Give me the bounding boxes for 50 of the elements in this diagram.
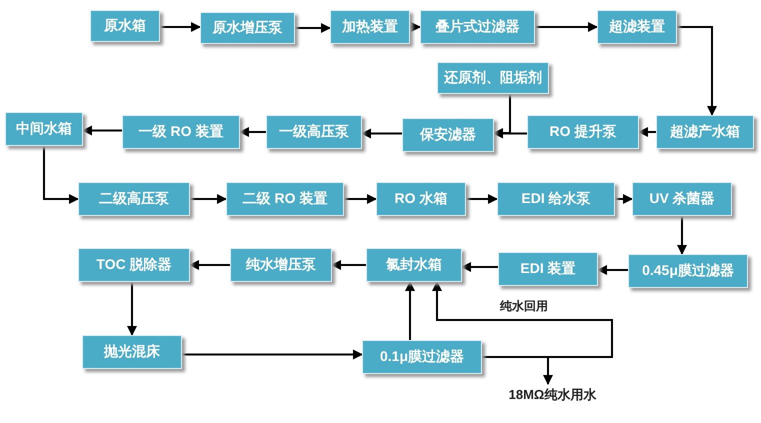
process-box: 氯封水箱 (366, 248, 462, 282)
flow-arrow (677, 216, 687, 255)
flow-arrow (331, 260, 366, 270)
process-box: 0.1μ膜过滤器 (362, 340, 482, 374)
flow-arrow (482, 356, 553, 385)
process-box: 原水箱 (90, 10, 160, 42)
flow-arrow (410, 22, 421, 32)
output-label: 18MΩ纯水用水 (495, 384, 610, 406)
flow-arrow (344, 194, 377, 204)
process-box: RO 提升泵 (527, 115, 639, 149)
process-box: EDI 给水泵 (497, 182, 615, 216)
flow-arrow (43, 146, 79, 204)
flow-arrow (160, 22, 201, 32)
flow-arrow (405, 281, 415, 340)
process-box: 超滤产水箱 (656, 115, 754, 149)
flow-arrow (638, 127, 656, 137)
flow-arrow (535, 22, 598, 32)
process-box: 二级 RO 装置 (226, 182, 344, 216)
flow-arrow (239, 127, 266, 137)
flow-arrow (182, 350, 363, 360)
process-box: 中间水箱 (5, 112, 83, 146)
flow-arrow (189, 260, 230, 270)
process-box: 纯水增压泵 (230, 248, 332, 282)
process-box: 超滤装置 (597, 10, 677, 44)
process-box: 叠片式过滤器 (420, 10, 535, 44)
process-box: UV 杀菌器 (632, 182, 732, 216)
process-box: TOC 脱除器 (78, 248, 190, 282)
process-box: 一级 RO 装置 (122, 115, 240, 149)
flow-arrow (127, 282, 137, 336)
process-box: 0.45μ膜过滤器 (628, 254, 748, 288)
flow-arrow (295, 23, 331, 33)
process-box: 二级高压泵 (78, 182, 190, 216)
process-box: EDI 装置 (498, 252, 598, 286)
process-box: 一级高压泵 (266, 115, 362, 149)
process-box: RO 水箱 (376, 182, 466, 216)
flow-arrow (432, 281, 613, 358)
edge-label: 纯水回用 (498, 298, 550, 315)
flow-arrow (615, 194, 633, 204)
process-box: 还原剂、阻垢剂 (437, 62, 549, 94)
process-box: 原水增压泵 (200, 12, 295, 44)
flow-arrow (461, 262, 498, 272)
flow-arrow (190, 194, 227, 204)
flow-arrow (677, 26, 717, 116)
flow-arrow (466, 194, 498, 204)
process-box: 抛光混床 (82, 335, 182, 369)
flow-arrow (82, 126, 122, 136)
flow-arrow (361, 128, 402, 138)
process-box: 保安滤器 (402, 118, 494, 152)
process-box: 加热装置 (330, 10, 410, 44)
flow-arrow (597, 265, 628, 275)
